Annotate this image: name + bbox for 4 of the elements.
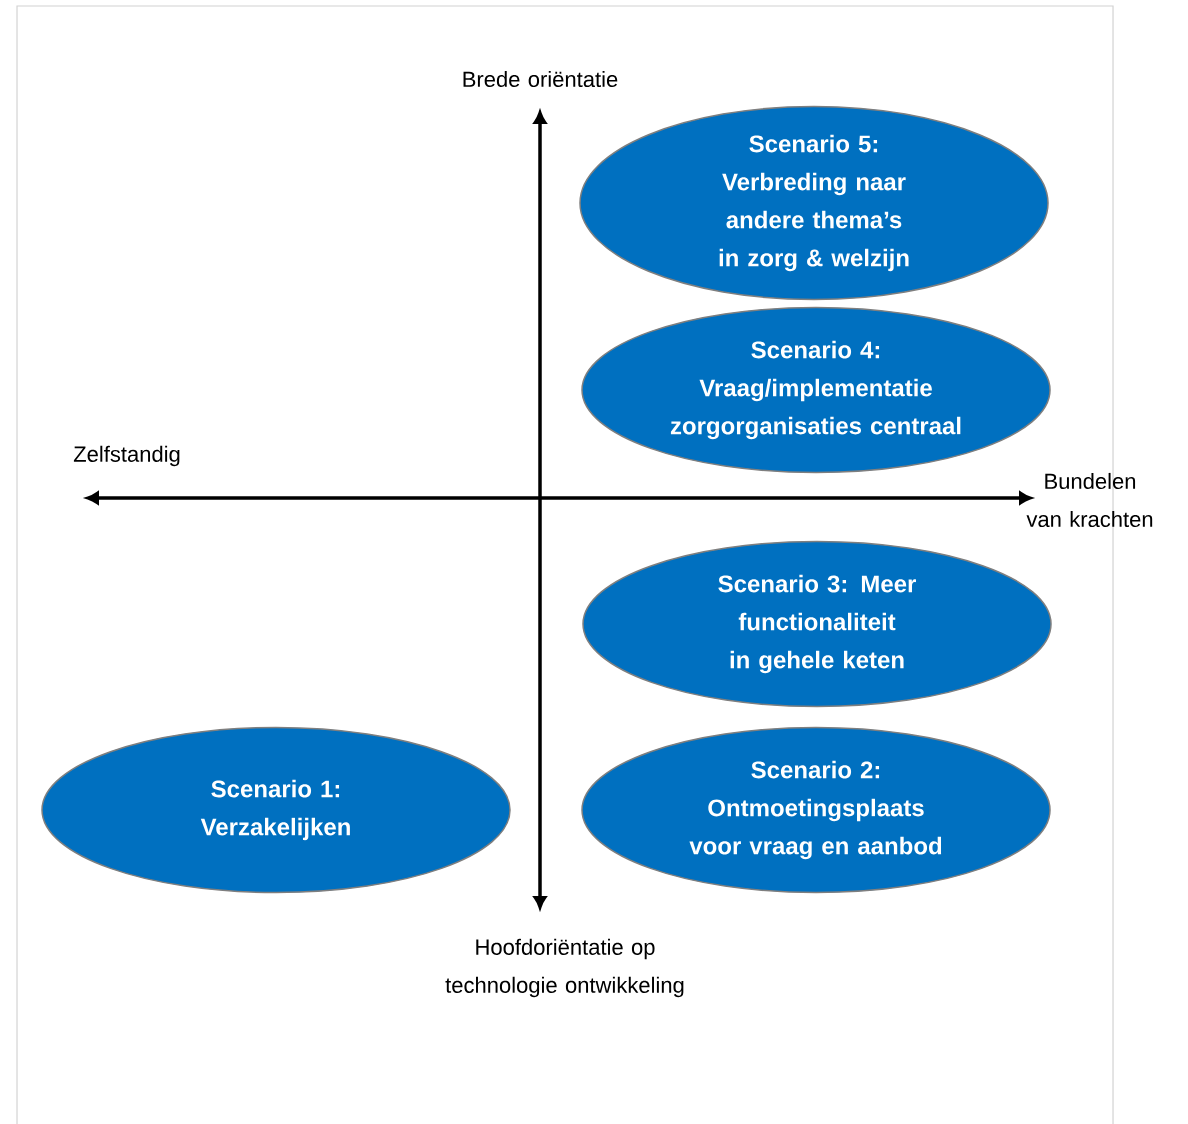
axis-label: Bundelen van krachten — [1026, 472, 1153, 528]
axis-label: Zelfstandig — [73, 445, 180, 467]
axis-label: Hoofdoriëntatie op technologie ontwikkeling — [445, 938, 684, 998]
axis-label: Brede oriëntatie — [463, 70, 618, 88]
